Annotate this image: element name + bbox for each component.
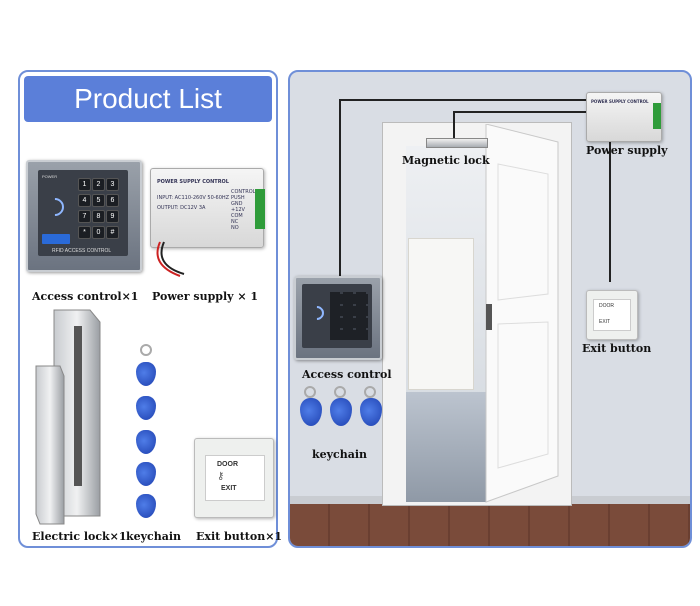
psu-title: POWER SUPPLY CONTROL xyxy=(157,179,229,185)
wiring-lines xyxy=(339,99,611,282)
rfid-tag-icon xyxy=(136,430,156,454)
key-4: 4 xyxy=(78,194,91,207)
key-ring-icon xyxy=(140,344,152,356)
shelf xyxy=(408,238,474,390)
magnetic-lock-bar xyxy=(426,138,488,148)
label-access-control: Access control×1 xyxy=(32,290,139,303)
product-list-title: Product List xyxy=(24,76,272,122)
open-door xyxy=(485,124,559,503)
rfid-tag-icon xyxy=(136,362,156,386)
key-hash: # xyxy=(106,226,119,239)
psu-input: INPUT: AC110-260V 50-60HZ xyxy=(157,195,230,201)
key-5: 5 xyxy=(92,194,105,207)
key-2: 2 xyxy=(92,178,105,191)
keypad-brand: RFID ACCESS CONTROL xyxy=(52,248,112,254)
key-1: 1 xyxy=(78,178,91,191)
psu-output: OUTPUT: DC12V 3A xyxy=(157,205,206,211)
keychain-tags-installed xyxy=(296,386,386,446)
electric-lock-image xyxy=(35,309,101,525)
keypad-keys xyxy=(330,292,368,340)
key-icon: ⚷ xyxy=(217,471,225,482)
terminal-block xyxy=(653,103,661,129)
exit-door-text: DOOR xyxy=(217,461,238,468)
power-supply-installed: POWER SUPPLY CONTROL xyxy=(586,92,662,142)
rfid-tag-icon xyxy=(136,462,156,486)
psu-terminals: CONTROL PUSH GND +12V COM NC NO xyxy=(231,189,256,231)
rfid-tag-icon xyxy=(136,396,156,420)
access-control-installed xyxy=(294,276,382,360)
key-9: 9 xyxy=(106,210,119,223)
label-power-supply: Power supply × 1 xyxy=(152,290,259,303)
label-power-supply-right: Power supply xyxy=(586,144,668,157)
label-magnetic-lock: Magnetic lock xyxy=(402,154,490,167)
key-0: 0 xyxy=(92,226,105,239)
exit-plate xyxy=(205,455,265,501)
exit-button-image: DOOR ⚷ EXIT xyxy=(194,438,274,518)
key-7: 7 xyxy=(78,210,91,223)
label-keychain-right: keychain xyxy=(312,448,368,461)
label-keychain: keychain xyxy=(126,530,182,543)
label-exit-button: Exit button×1 xyxy=(196,530,283,543)
card-icon xyxy=(42,234,70,244)
exit-button-installed: DOOR EXIT xyxy=(586,290,638,340)
key-8: 8 xyxy=(92,210,105,223)
rfid-tag-icon xyxy=(136,494,156,518)
key-3: 3 xyxy=(106,178,119,191)
label-exit-button-right: Exit button xyxy=(582,342,652,355)
exit-exit-text: EXIT xyxy=(221,485,237,492)
wood-floor xyxy=(290,502,690,546)
keychain-tags-image xyxy=(132,340,166,520)
power-cable xyxy=(156,241,185,277)
terminal-block xyxy=(255,189,265,229)
key-star: * xyxy=(78,226,91,239)
installation-diagram-panel: POWER SUPPLY CONTROL DOOR EXIT xyxy=(288,70,692,548)
keypad-power-led: POWER xyxy=(42,174,58,179)
label-access-control-right: Access control xyxy=(302,368,392,381)
access-control-keypad-image: POWER 1 2 3 4 5 6 7 8 9 * 0 # RFID ACCES… xyxy=(26,160,142,272)
key-6: 6 xyxy=(106,194,119,207)
power-supply-image: POWER SUPPLY CONTROL INPUT: AC110-260V 5… xyxy=(150,168,265,248)
room-floor xyxy=(406,392,486,502)
label-electric-lock: Electric lock×1 xyxy=(32,530,127,543)
